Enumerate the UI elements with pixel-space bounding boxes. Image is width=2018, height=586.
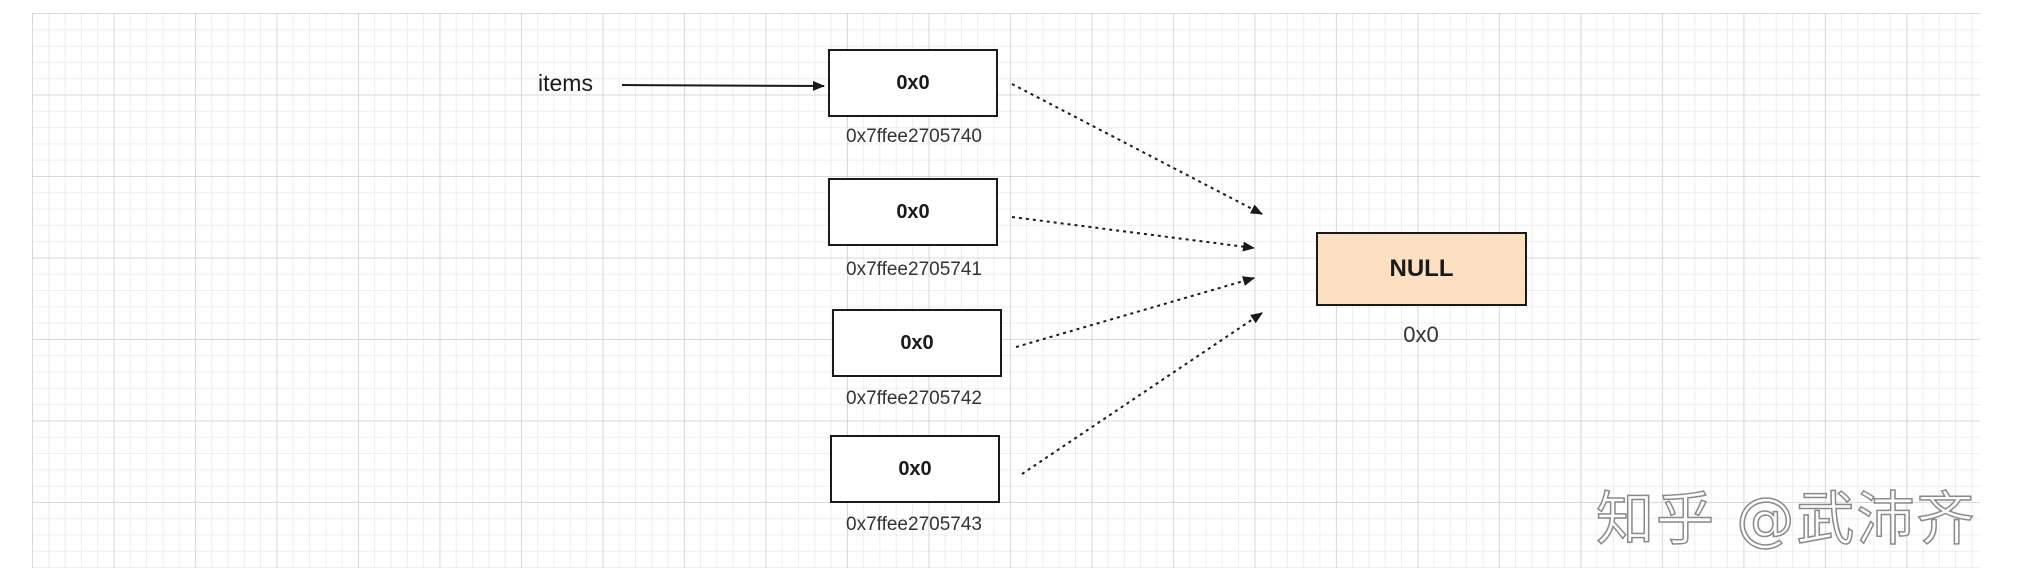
memory-address-3: 0x7ffee2705743 [846, 514, 982, 535]
cell-1-to-null-arrow [1011, 216, 1255, 252]
memory-cell-2: 0x0 [832, 309, 1002, 377]
memory-address-2: 0x7ffee2705742 [846, 388, 982, 409]
grid-background [32, 13, 1980, 568]
memory-address-0: 0x7ffee2705740 [846, 126, 982, 147]
null-target-address: 0x0 [1403, 322, 1439, 347]
cell-0-to-null-arrow [1011, 83, 1263, 215]
watermark-text: 知乎 @武沛齐 [1595, 484, 1977, 554]
null-target-box: NULL [1316, 232, 1527, 306]
cell-3-to-null-arrow [1021, 312, 1263, 475]
memory-address-1: 0x7ffee2705741 [846, 259, 982, 280]
items-pointer-label: items [538, 70, 593, 96]
cell-2-to-null-arrow [1015, 276, 1255, 348]
items-pointer-arrow [621, 80, 825, 91]
memory-cell-1: 0x0 [828, 178, 998, 246]
memory-cell-3: 0x0 [830, 435, 1000, 503]
memory-cell-0: 0x0 [828, 49, 998, 117]
